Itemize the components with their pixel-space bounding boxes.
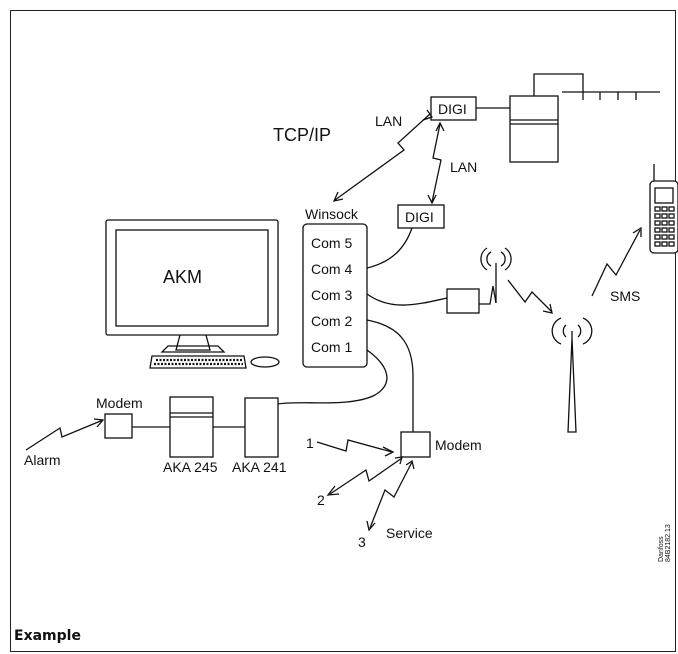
- alarm-label: Alarm: [24, 452, 61, 468]
- lan-label-top: LAN: [375, 113, 402, 129]
- service-link-1: [316, 439, 393, 453]
- antenna-icon: [480, 247, 512, 303]
- top-controller-unit: [509, 73, 660, 163]
- com3-to-gsm-line: [366, 293, 448, 306]
- modem-box-right: [400, 431, 431, 458]
- aka245-unit: [169, 396, 214, 458]
- computer-monitor-icon: [105, 219, 279, 353]
- lan-link-top: [334, 113, 431, 201]
- aka241-unit: [244, 397, 279, 458]
- modem-label-left: Modem: [96, 395, 143, 411]
- port-com3: Com 3: [311, 287, 352, 303]
- port-com2: Com 2: [311, 313, 352, 329]
- service-link-2: [329, 457, 403, 495]
- winsock-label: Winsock: [305, 206, 359, 222]
- port-com4: Com 4: [311, 261, 352, 277]
- service-number-3: 3: [358, 534, 366, 550]
- reference-line-1: Danfoss: [658, 536, 665, 562]
- wireless-link-tower: [507, 279, 553, 313]
- aka241-label: AKA 241: [232, 459, 287, 475]
- port-com5: Com 5: [311, 235, 352, 251]
- port-com1: Com 1: [311, 339, 352, 355]
- service-number-2: 2: [317, 492, 325, 508]
- digi-box-middle: [397, 204, 445, 229]
- lan-label-right: LAN: [450, 159, 477, 175]
- service-label: Service: [386, 525, 433, 541]
- sms-label: SMS: [610, 288, 640, 304]
- lan-link-right: [431, 123, 442, 203]
- akm-label: AKM: [163, 267, 202, 287]
- aka245-label: AKA 245: [163, 459, 218, 475]
- keyboard-icon: [149, 355, 247, 369]
- modem-label-right: Modem: [435, 437, 482, 453]
- figure-caption: Example: [14, 628, 81, 644]
- gsm-modem-box: [446, 288, 480, 314]
- mobile-phone-icon: [649, 164, 678, 254]
- service-link-3: [369, 461, 413, 529]
- figure-frame: [10, 10, 676, 652]
- digi-label-middle: DIGI: [405, 209, 434, 225]
- mouse-icon: [250, 356, 280, 368]
- service-number-1: 1: [306, 435, 314, 451]
- com4-to-digi-line: [366, 227, 413, 269]
- winsock-port-block: [302, 223, 368, 368]
- modem-box-left: [104, 413, 133, 439]
- radio-tower-icon: [551, 317, 593, 433]
- sms-link: [591, 229, 641, 297]
- com1-to-aka241-line: [277, 349, 388, 405]
- tcpip-label: TCP/IP: [273, 125, 331, 145]
- reference-line-2: 84B2182.13: [665, 524, 672, 562]
- com2-to-modem-line: [366, 319, 414, 432]
- alarm-link: [25, 419, 104, 451]
- digi-label-top: DIGI: [438, 101, 467, 117]
